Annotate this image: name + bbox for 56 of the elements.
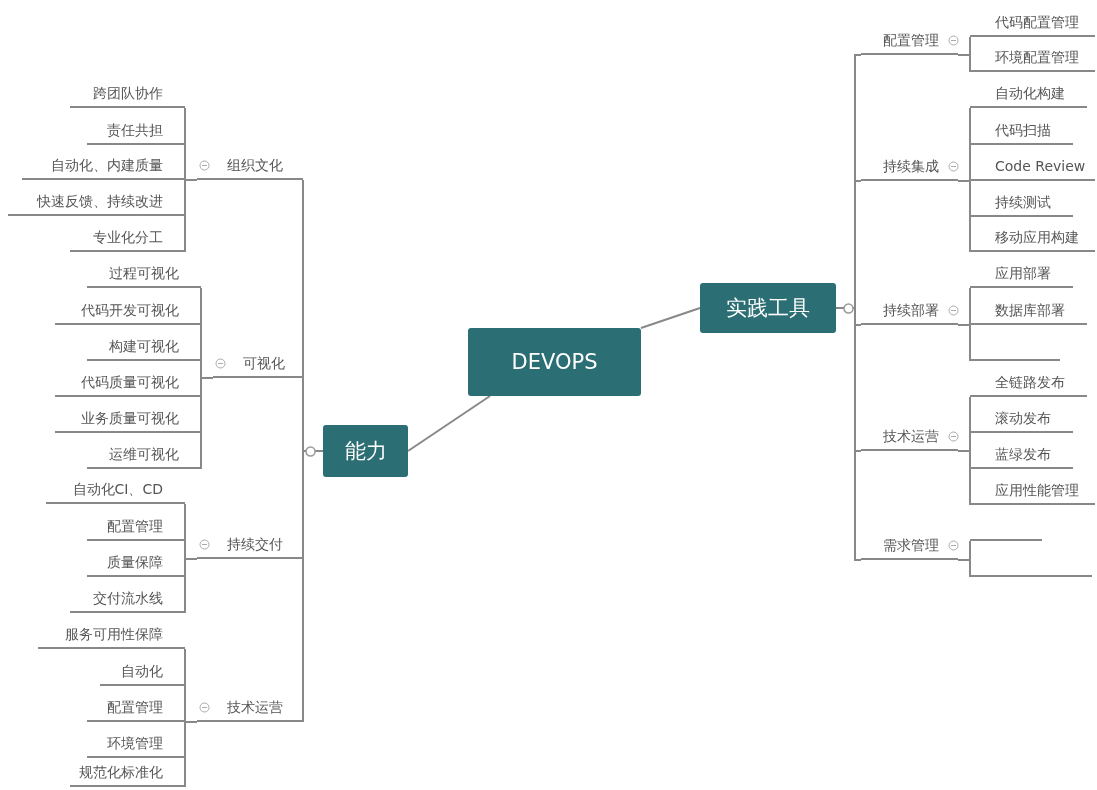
- leaf-label: 数据库部署: [970, 297, 1087, 325]
- leaf-label: 全链路发布: [970, 369, 1087, 397]
- leaf-label: 代码配置管理: [970, 9, 1095, 37]
- leaf-label: 快速反馈、持续改进: [8, 188, 185, 216]
- topic-box: 实践工具: [700, 283, 836, 333]
- leaf-label: 配置管理: [87, 694, 185, 722]
- leaf-label: 自动化、内建质量: [22, 152, 185, 180]
- leaf-label: 自动化构建: [970, 80, 1087, 108]
- connector-line: [184, 179, 198, 181]
- leaf-label: 责任共担: [87, 117, 185, 145]
- connector-line: [184, 721, 198, 723]
- leaf-label: 质量保障: [87, 549, 185, 577]
- leaf-label: 业务质量可视化: [55, 405, 201, 433]
- leaf-label: 运维可视化: [87, 441, 201, 469]
- leaf-label: 环境配置管理: [970, 44, 1095, 72]
- leaf-label: 自动化CI、CD: [46, 476, 185, 504]
- branch-label: 配置管理: [861, 27, 958, 55]
- connector-line: [957, 54, 971, 73]
- connector-line: [957, 559, 971, 578]
- leaf-label: 蓝绿发布: [970, 441, 1073, 469]
- connector-line: [200, 360, 214, 379]
- connector-line: [184, 558, 198, 578]
- branch-label: 需求管理: [861, 532, 958, 560]
- leaf-label: 交付流水线: [70, 585, 185, 613]
- branch-label: 可视化: [213, 350, 303, 378]
- branch-label: 组织文化: [197, 152, 303, 180]
- topic-box: DEVOPS: [468, 328, 641, 396]
- connector-line: [407, 395, 491, 452]
- leaf-label: 代码开发可视化: [55, 297, 201, 325]
- branch-label: 技术运营: [861, 423, 958, 451]
- branch-label: 持续交付: [197, 531, 303, 559]
- leaf-label: 环境管理: [87, 730, 185, 758]
- connector-line: [957, 450, 971, 470]
- leaf-label: 代码扫描: [970, 117, 1073, 145]
- branch-label: 持续集成: [861, 153, 958, 181]
- leaf-label: 应用性能管理: [970, 477, 1095, 505]
- leaf-label: 自动化: [100, 658, 185, 686]
- leaf-label: 应用部署: [970, 260, 1073, 288]
- leaf-label: 规范化标准化: [70, 759, 185, 787]
- leaf-label: 移动应用构建: [970, 224, 1095, 252]
- leaf-label: 过程可视化: [87, 260, 201, 288]
- connector-line: [640, 307, 701, 329]
- leaf-label: 构建可视化: [87, 333, 201, 361]
- branch-label: 持续部署: [861, 297, 958, 325]
- topic-box: 能力: [323, 425, 408, 477]
- leaf-label: 滚动发布: [970, 405, 1073, 433]
- leaf-label: Code Review: [970, 153, 1095, 181]
- leaf-label: 代码质量可视化: [55, 369, 201, 397]
- leaf-label: 持续测试: [970, 189, 1073, 217]
- connector-line: [957, 180, 971, 182]
- leaf-label: 服务可用性保障: [38, 621, 185, 649]
- leaf-label: 专业化分工: [70, 224, 185, 252]
- leaf-label: 配置管理: [87, 513, 185, 541]
- branch-label: 技术运营: [197, 694, 303, 722]
- leaf-label: 跨团队协作: [70, 80, 185, 108]
- connector-line: [957, 324, 971, 326]
